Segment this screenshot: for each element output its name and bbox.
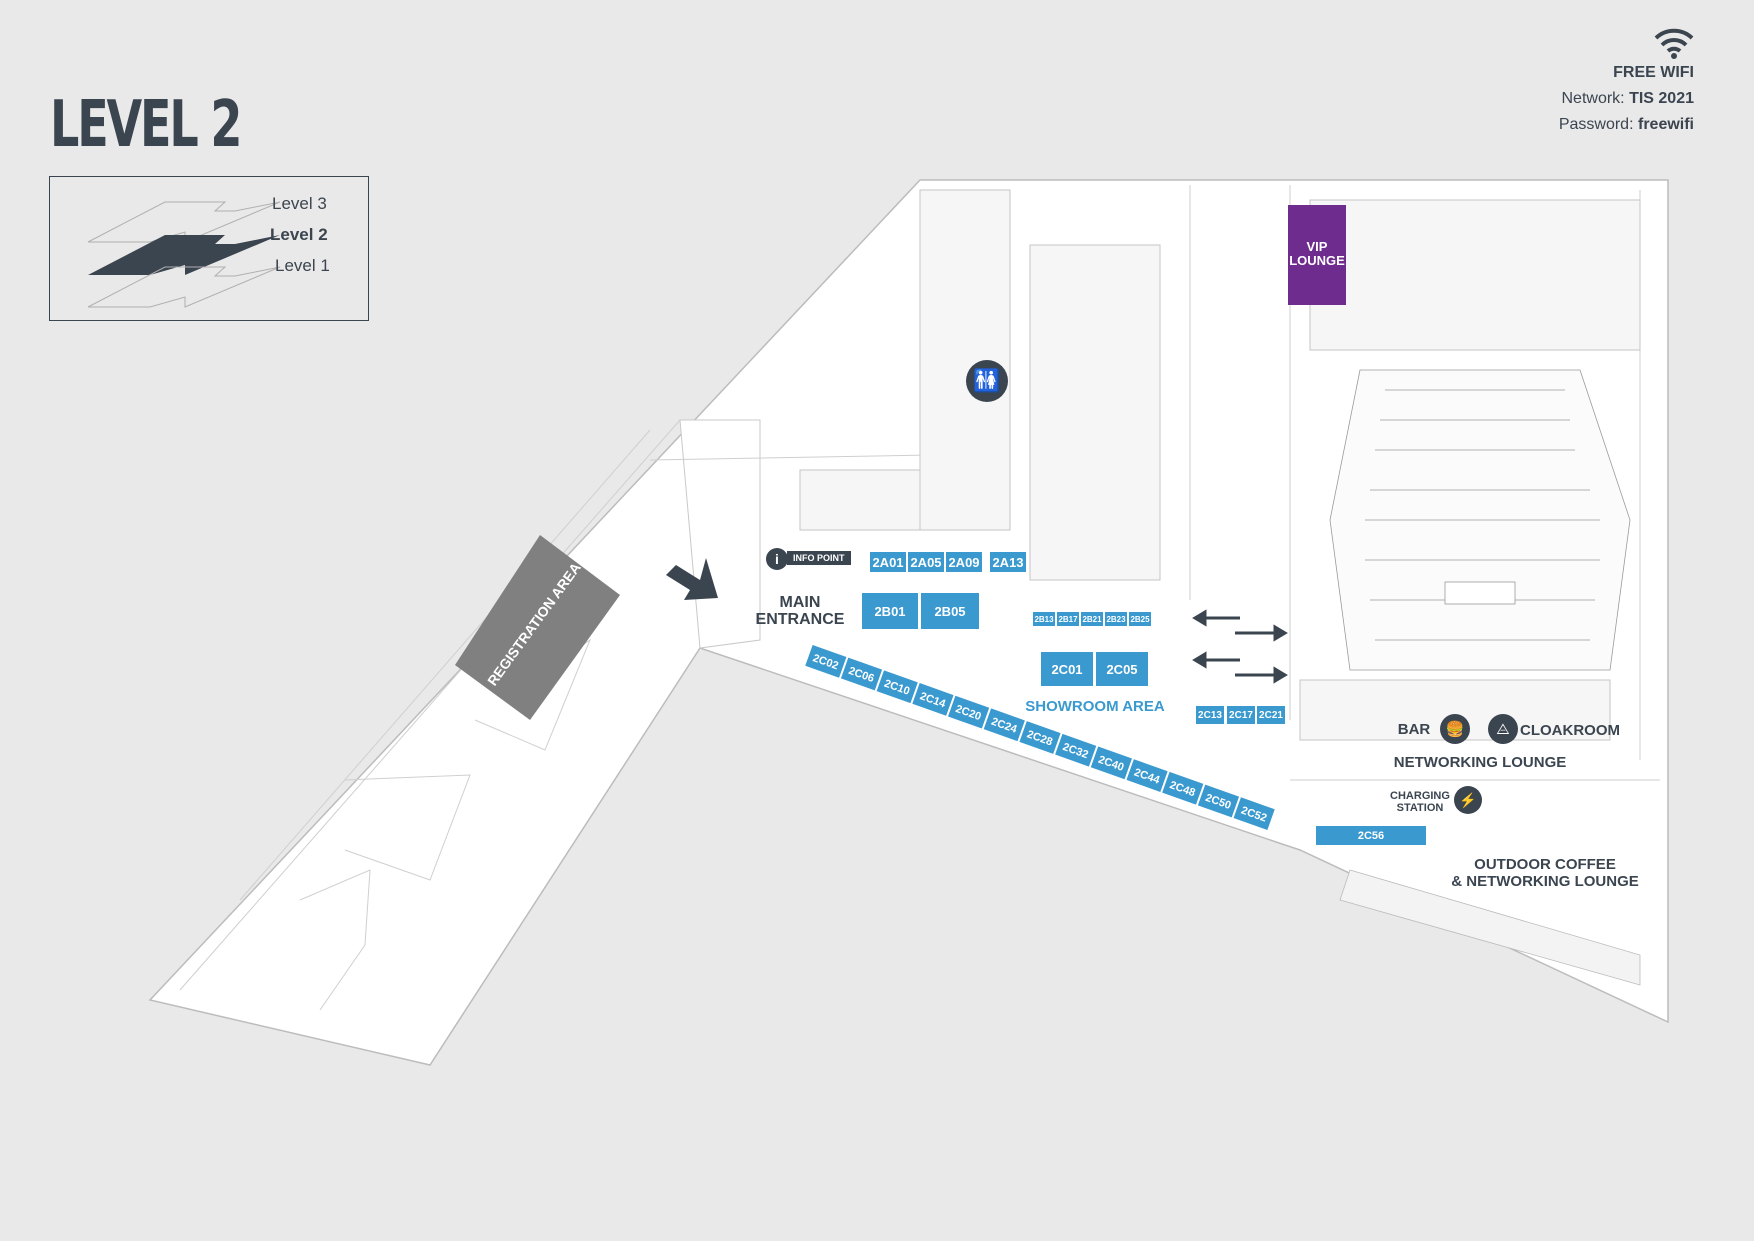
networking-lounge-label: NETWORKING LOUNGE <box>1393 754 1567 771</box>
diagonal-booth-row: 2C022C062C102C142C202C242C282C322C402C44… <box>805 644 1275 831</box>
booth-2b17[interactable]: 2B17 <box>1057 612 1079 626</box>
booth-2b23[interactable]: 2B23 <box>1105 612 1127 626</box>
service-blocks <box>799 189 1641 741</box>
wifi-icon <box>1654 28 1694 59</box>
booth-shape[interactable] <box>1197 784 1240 818</box>
booth-shape[interactable] <box>1233 797 1275 831</box>
wifi-title: FREE WIFI <box>1613 64 1694 81</box>
booth-shape[interactable] <box>1126 759 1168 792</box>
booth-2a05[interactable]: 2A05 <box>908 552 944 572</box>
booth-2c14[interactable]: 2C14 <box>912 683 954 716</box>
booth-2c17[interactable]: 2C17 <box>1227 706 1255 724</box>
booth-2b21[interactable]: 2B21 <box>1081 612 1103 626</box>
booth-2b01[interactable]: 2B01 <box>862 593 918 629</box>
hanger-icon: ⨺ <box>1488 714 1518 744</box>
cloakroom-label: CLOAKROOM <box>1520 722 1620 739</box>
level-selector: Level 3 Level 2 Level 1 <box>49 176 369 321</box>
booth-2c21[interactable]: 2C21 <box>1257 706 1285 724</box>
escalator-arrows-icon <box>1192 609 1288 684</box>
booth-2a13[interactable]: 2A13 <box>990 552 1026 572</box>
wifi-password-label: Password: <box>1558 116 1634 133</box>
booth-2b25[interactable]: 2B25 <box>1129 612 1151 626</box>
booth-2c56[interactable]: 2C56 <box>1316 826 1426 845</box>
wifi-network-value: TIS 2021 <box>1629 90 1694 107</box>
outdoor-lounge-label: OUTDOOR COFFEE& NETWORKING LOUNGE <box>1451 856 1639 890</box>
info-icon: i <box>766 548 788 570</box>
wifi-info: FREE WIFI Network: TIS 2021 Password: fr… <box>1559 26 1694 138</box>
outdoor-stairs <box>1339 869 1641 986</box>
level-title: LEVEL 2 <box>50 88 242 162</box>
wifi-network-label: Network: <box>1561 90 1625 107</box>
booth-2a01[interactable]: 2A01 <box>870 552 906 572</box>
booth-2c28[interactable]: 2C28 <box>1019 721 1061 754</box>
booth-2c24[interactable]: 2C24 <box>983 708 1025 742</box>
auditorium-seating <box>1329 369 1631 671</box>
booth-shape[interactable] <box>1019 721 1061 754</box>
booth-shape[interactable] <box>876 670 918 704</box>
vip-lounge <box>1288 205 1346 305</box>
booth-2c40[interactable]: 2C40 <box>1090 746 1132 780</box>
booth-2c10[interactable]: 2C10 <box>876 670 918 704</box>
booth-2c50[interactable]: 2C50 <box>1197 784 1240 818</box>
booth-2a09[interactable]: 2A09 <box>946 552 982 572</box>
booth-2c02[interactable]: 2C02 <box>805 644 847 678</box>
booth-shape[interactable] <box>1090 746 1132 780</box>
booth-2c48[interactable]: 2C48 <box>1162 771 1204 805</box>
info-point-label: INFO POINT <box>787 551 851 565</box>
booth-2c44[interactable]: 2C44 <box>1126 759 1168 792</box>
booth-2c32[interactable]: 2C32 <box>1055 733 1097 767</box>
booth-2c01[interactable]: 2C01 <box>1041 652 1093 686</box>
booth-2b05[interactable]: 2B05 <box>921 593 979 629</box>
booth-2c52[interactable]: 2C52 <box>1233 797 1275 831</box>
level-1-option[interactable]: Level 1 <box>275 256 330 275</box>
food-drink-icon: 🍔 <box>1440 714 1470 744</box>
level-stack-icon <box>87 201 281 308</box>
plug-icon: ⚡ <box>1454 786 1482 814</box>
booth-shape[interactable] <box>948 695 990 729</box>
wifi-password-value: freewifi <box>1637 116 1694 133</box>
booth-2c20[interactable]: 2C20 <box>948 695 990 729</box>
level-2-option[interactable]: Level 2 <box>270 225 328 244</box>
bar-label: BAR <box>1397 721 1431 738</box>
toilets-icon: 🚻 <box>966 360 1008 402</box>
booth-2b13[interactable]: 2B13 <box>1033 612 1055 626</box>
entrance-arrow-icon <box>666 558 718 600</box>
booth-2c06[interactable]: 2C06 <box>840 657 883 691</box>
booth-shape[interactable] <box>1055 733 1097 767</box>
booth-shape[interactable] <box>805 644 847 678</box>
showroom-area-label: SHOWROOM AREA <box>1025 698 1165 715</box>
booth-shape[interactable] <box>840 657 883 691</box>
booth-2c13[interactable]: 2C13 <box>1196 706 1224 724</box>
booth-shape[interactable] <box>912 683 954 716</box>
booth-shape[interactable] <box>1162 771 1204 805</box>
level-3-option[interactable]: Level 3 <box>272 194 327 213</box>
booth-shape[interactable] <box>983 708 1025 742</box>
booth-2c05[interactable]: 2C05 <box>1096 652 1148 686</box>
